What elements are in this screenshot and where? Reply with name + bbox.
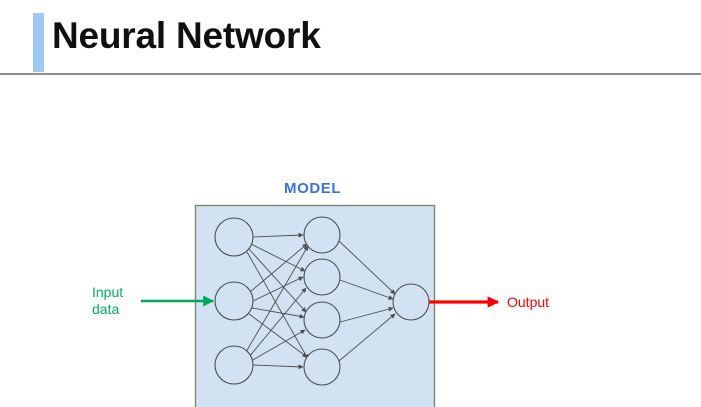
neuron-hidden-3 [303,301,341,339]
output-label: Output [507,294,549,310]
slide-header: Neural Network [0,0,701,80]
neural-network-svg: MODEL [92,180,549,407]
neuron-output-1 [392,283,430,321]
neuron-input-3 [214,345,254,385]
neuron-hidden-2 [303,258,341,296]
input-layer [214,217,254,385]
edges-hidden-to-output [338,240,396,362]
neuron-input-1 [214,217,254,257]
edges-input-to-hidden [245,232,309,370]
header-divider-rule [0,73,701,75]
output-layer [392,283,430,321]
neuron-hidden-4 [303,348,341,386]
neuron-input-2 [214,281,254,321]
hidden-layer [303,216,341,386]
model-label: MODEL [284,180,341,197]
input-data-label-line2: data [92,301,119,317]
neural-network-diagram: MODEL [0,80,701,407]
input-data-label-line1: Input [92,284,123,300]
page-title: Neural Network [52,15,321,56]
neuron-hidden-1 [303,216,341,254]
title-accent-bar [33,13,44,72]
